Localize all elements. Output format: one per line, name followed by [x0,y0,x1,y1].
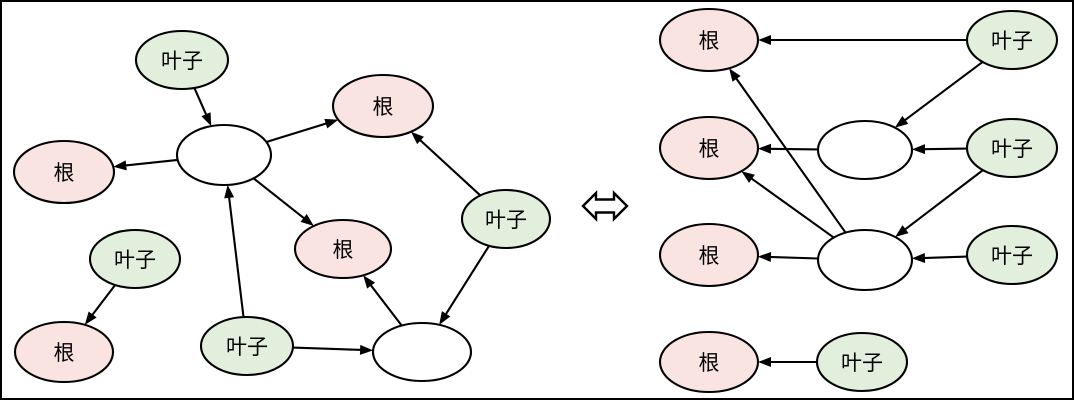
node-label: 根 [699,29,720,53]
graph-edge [252,177,306,220]
node-label: 叶子 [485,208,527,232]
graph-edge [749,176,835,239]
edge-arrowhead [911,252,926,263]
edge-arrowhead [113,160,127,171]
node-label: 叶子 [841,351,883,375]
node-ellipse-internal[interactable] [371,321,473,383]
node-ellipse-root[interactable] [13,320,115,384]
graph-edge [90,284,116,317]
node-label: 叶子 [161,49,203,73]
edge-arrowhead [894,115,909,128]
node-label: 叶子 [991,137,1033,161]
graph-node-root[interactable]: 根 [658,7,760,73]
edge-arrowhead [729,68,741,82]
node-label: 根 [54,161,75,185]
graph-node-leaf[interactable]: 叶子 [199,315,295,377]
node-label: 叶子 [991,29,1033,53]
graph-node-internal[interactable] [816,119,914,181]
equivalence-arrow-layer [581,190,629,222]
node-ellipse-internal[interactable] [175,123,273,187]
node-label: 根 [54,341,75,365]
node-label: 根 [373,95,394,119]
node-ellipse-leaf[interactable] [815,331,909,393]
graph-node-leaf[interactable]: 叶子 [965,9,1059,71]
graph-node-root[interactable]: 根 [331,73,435,139]
graph-node-leaf[interactable]: 叶子 [88,228,182,290]
graph-edge [418,138,482,197]
node-ellipse-internal[interactable] [816,228,914,292]
edge-arrowhead [911,144,926,155]
node-ellipse-leaf[interactable] [134,29,230,91]
node-ellipse-internal[interactable] [816,119,914,181]
node-label: 根 [699,244,720,268]
graph-node-root[interactable]: 根 [658,330,760,394]
graph-node-leaf[interactable]: 叶子 [460,188,552,250]
graph-edge [292,346,363,351]
edge-arrowhead [410,131,424,145]
edge-arrowhead [363,275,376,289]
graph-edge [124,158,178,167]
node-ellipse-leaf[interactable] [965,224,1059,286]
edge-arrowhead [758,35,771,45]
graph-node-leaf[interactable]: 叶子 [815,331,909,393]
node-label: 叶子 [991,244,1033,268]
graph-node-leaf[interactable]: 叶子 [965,224,1059,286]
node-ellipse-root[interactable] [12,139,116,205]
edges-layer [84,35,984,367]
graph-node-internal[interactable] [371,321,473,383]
edge-arrowhead [895,225,909,237]
node-ellipse-leaf[interactable] [965,117,1059,179]
graph-edge [227,195,245,318]
node-ellipse-root[interactable] [293,218,393,280]
graph-node-leaf[interactable]: 叶子 [965,117,1059,179]
edge-arrowhead [201,112,212,127]
node-ellipse-leaf[interactable] [460,188,552,250]
edge-arrowhead [758,357,771,367]
graph-edge [193,87,208,117]
graph-edge [922,255,968,260]
node-ellipse-root[interactable] [658,7,760,73]
graph-edge [903,61,984,122]
node-label: 叶子 [226,335,268,359]
graph-node-root[interactable]: 根 [658,115,760,181]
node-ellipse-leaf[interactable] [88,228,182,290]
graph-node-root[interactable]: 根 [293,218,393,280]
edge-arrowhead [84,311,97,325]
graph-node-root[interactable]: 根 [658,222,760,288]
graph-edge [922,147,968,151]
graph-node-internal[interactable] [175,123,273,187]
graph-edge [444,245,490,317]
node-ellipse-leaf[interactable] [965,9,1059,71]
node-label: 根 [699,351,720,375]
graph-edge [903,169,984,232]
edge-arrowhead [224,184,235,199]
graph-node-leaf[interactable]: 叶子 [134,29,230,91]
node-ellipse-root[interactable] [658,115,760,181]
edge-arrowhead [324,118,339,129]
graph-edge [369,283,403,327]
node-ellipse-root[interactable] [331,73,435,139]
graph-edge [768,147,819,151]
equivalence-arrow-icon [581,190,629,222]
edge-arrowhead [439,311,451,325]
edge-arrowhead [757,143,772,154]
node-ellipse-root[interactable] [658,222,760,288]
graph-edge [266,122,329,143]
node-label: 根 [699,137,720,161]
node-ellipse-root[interactable] [658,330,760,394]
edge-arrowhead [359,344,374,355]
graph-edge [768,255,819,260]
node-label: 根 [333,238,354,262]
nodes-layer: 叶子根根根叶子叶子根叶子根叶子根叶子根叶子根叶子 [12,7,1059,394]
edge-arrowhead [741,171,755,183]
edge-arrowhead [300,213,314,226]
graph-edge [734,76,847,234]
node-ellipse-leaf[interactable] [199,315,295,377]
node-label: 叶子 [114,248,156,272]
edge-arrowhead [757,251,772,262]
graph-node-internal[interactable] [816,228,914,292]
graph-node-root[interactable]: 根 [12,139,116,205]
graph-node-root[interactable]: 根 [13,320,115,384]
